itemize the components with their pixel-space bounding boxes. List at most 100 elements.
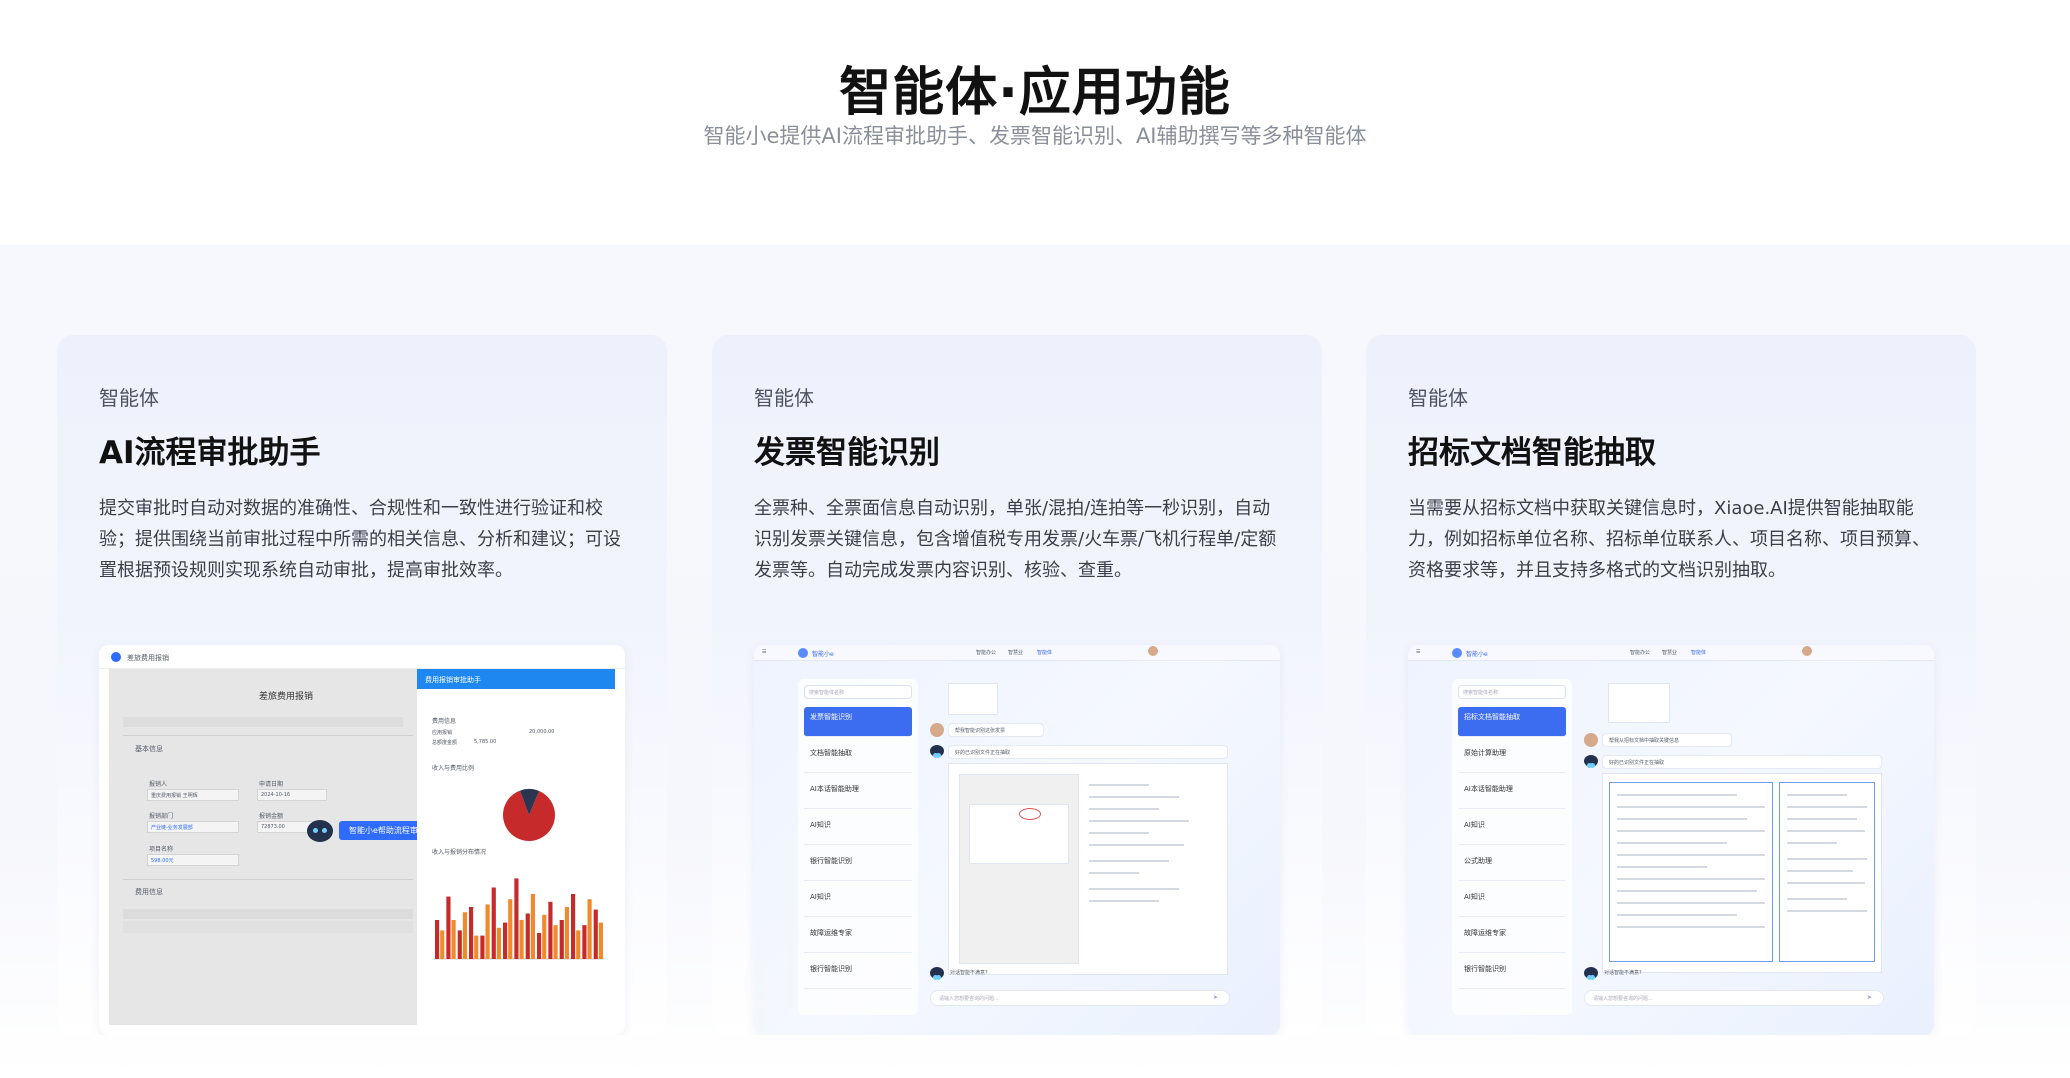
feedback-hint[interactable]: 对话智能不满意?	[950, 970, 988, 976]
agent-search-input[interactable]: 搜索智能体名称	[804, 685, 912, 699]
text-line	[1617, 866, 1707, 868]
agent-item[interactable]: AI知识	[1458, 887, 1566, 917]
field-box[interactable]	[257, 789, 327, 801]
agent-item[interactable]: 原始计算助理	[1458, 743, 1566, 773]
user-avatar[interactable]	[1802, 646, 1812, 656]
bar	[503, 922, 508, 959]
text-line	[1787, 842, 1837, 844]
agent-item[interactable]: 公式助理	[1458, 851, 1566, 881]
panel-title: 费用报销审批助手	[425, 676, 481, 684]
panel-section-label: 收入与报销分布情况	[432, 849, 487, 856]
menu-icon[interactable]: ☰	[762, 649, 767, 655]
agent-name: 原始计算助理	[1464, 749, 1506, 757]
agent-item[interactable]: 故障运维专家	[1458, 923, 1566, 953]
menu-icon[interactable]: ☰	[1416, 649, 1421, 655]
agent-item[interactable]: 银行智能识别	[804, 959, 912, 989]
text-line	[1617, 926, 1765, 928]
text-line	[1787, 858, 1867, 860]
send-icon[interactable]: ➤	[1867, 994, 1873, 1001]
chat-text: 帮我智能识别这张发票	[955, 728, 1006, 734]
bar	[530, 894, 535, 959]
invoice-result-panel	[948, 763, 1228, 975]
section-cost-label: 费用信息	[135, 888, 163, 896]
app-title: 差旅费用报销	[127, 654, 169, 662]
agent-item[interactable]: AI知识	[804, 815, 912, 845]
field-value: 598.00元	[151, 858, 174, 864]
agent-item[interactable]: AI知识	[804, 887, 912, 917]
field-line	[1089, 796, 1179, 798]
card-kicker: 智能体	[754, 386, 814, 410]
card-tender-extraction[interactable]: 智能体 招标文档智能抽取 当需要从招标文档中获取关键信息时，Xiaoe.AI提供…	[1366, 335, 1976, 1035]
chat-input-placeholder: 请输入您想要咨询的问题...	[939, 996, 999, 1002]
agent-item[interactable]: AI本话智能助理	[804, 779, 912, 809]
agent-item[interactable]: AI知识	[1458, 815, 1566, 845]
field-box[interactable]	[147, 854, 239, 866]
agent-item[interactable]: 银行智能识别	[804, 851, 912, 881]
user-avatar[interactable]	[1148, 646, 1158, 656]
invoice-image	[959, 774, 1079, 964]
agent-name: AI知识	[1464, 821, 1485, 829]
card-description: 提交审批时自动对数据的准确性、合规性和一致性进行验证和校验；提供围绕当前审批过程…	[99, 498, 621, 581]
panel-section-label: 费用信息	[432, 718, 457, 725]
card-description: 全票种、全票面信息自动识别，单张/混拍/连拍等一秒识别，自动识别发票关键信息，包…	[754, 498, 1277, 581]
chat-input[interactable]: 请输入您想要咨询的问题... ➤	[1584, 990, 1884, 1006]
card-title: AI流程审批助手	[99, 435, 321, 471]
divider	[123, 735, 413, 736]
agent-name: 银行智能识别	[810, 965, 852, 973]
text-line	[1617, 878, 1765, 880]
chat-text: 好的已识别文件正在抽取	[955, 750, 1011, 756]
agent-search-input[interactable]: 搜索智能体名称	[1458, 685, 1566, 699]
field-label: 申请日期	[259, 781, 284, 788]
bar	[519, 920, 524, 959]
uploaded-invoice-thumbnail[interactable]	[948, 683, 998, 715]
agent-item[interactable]: AI本话智能助理	[1458, 779, 1566, 809]
text-line	[1617, 902, 1765, 904]
screenshot-titlebar: 差旅费用报销	[99, 645, 625, 669]
nav-item[interactable]: 智能办公	[976, 650, 997, 656]
field-box[interactable]	[147, 821, 239, 833]
bar	[514, 878, 519, 959]
agent-item[interactable]: 故障运维专家	[804, 923, 912, 953]
agent-name: 公式助理	[1464, 857, 1492, 865]
bar	[485, 904, 490, 959]
app-logo-icon	[111, 652, 121, 662]
send-icon[interactable]: ➤	[1213, 994, 1219, 1001]
agent-name: 发票智能识别	[810, 713, 852, 721]
card-title: 发票智能识别	[754, 435, 940, 471]
search-placeholder: 搜索智能体名称	[809, 690, 845, 696]
feedback-hint[interactable]: 对话智能不满意?	[1604, 970, 1642, 976]
agent-item[interactable]: 发票智能识别	[804, 707, 912, 737]
nav-item[interactable]: 智慧业	[1662, 650, 1678, 656]
agent-item[interactable]: 银行智能识别	[1458, 959, 1566, 989]
agent-name: 银行智能识别	[810, 857, 852, 865]
agent-item[interactable]: 文档智能抽取	[804, 743, 912, 773]
bar	[553, 925, 558, 959]
agent-name: AI知识	[810, 821, 831, 829]
text-line	[1617, 854, 1765, 856]
text-line	[1617, 806, 1765, 808]
card-screenshot: ☰ 智能小e 智能办公 智慧业 智能体 搜索智能体名称 招标文档智能抽取 原始计…	[1408, 645, 1934, 1035]
approval-panel-header: 费用报销审批助手	[417, 669, 615, 689]
chat-input[interactable]: 请输入您想要咨询的问题... ➤	[930, 990, 1230, 1006]
form-title: 差旅费用报销	[259, 692, 314, 702]
card-invoice-recognition[interactable]: 智能体 发票智能识别 全票种、全票面信息自动识别，单张/混拍/连拍等一秒识别，自…	[712, 335, 1322, 1035]
text-line	[1617, 842, 1727, 844]
uploaded-document-thumbnail[interactable]	[1608, 683, 1670, 723]
nav-item-active[interactable]: 智能体	[1037, 650, 1053, 656]
agent-item[interactable]: 招标文档智能抽取	[1458, 707, 1566, 737]
nav-item-active[interactable]: 智能体	[1691, 650, 1707, 656]
field-value: 72873.00	[261, 824, 285, 830]
assist-button[interactable]: 智能小e帮助流程审批	[339, 821, 436, 840]
text-line	[1787, 870, 1853, 872]
bar	[469, 907, 474, 959]
stat-value: 20,000.00	[529, 729, 555, 735]
card-title: 招标文档智能抽取	[1408, 435, 1656, 471]
bar	[582, 925, 587, 959]
field-line	[1089, 844, 1184, 846]
card-approval-assistant[interactable]: 智能体 AI流程审批助手 提交审批时自动对数据的准确性、合规性和一致性进行验证和…	[57, 335, 667, 1035]
nav-item[interactable]: 智能办公	[1630, 650, 1651, 656]
field-box[interactable]	[147, 789, 239, 801]
nav-item[interactable]: 智慧业	[1008, 650, 1024, 656]
card-kicker: 智能体	[1408, 386, 1468, 410]
hero-header: 智能体·应用功能 智能小e提供AI流程审批助手、发票智能识别、AI辅助撰写等多种…	[0, 0, 2070, 245]
